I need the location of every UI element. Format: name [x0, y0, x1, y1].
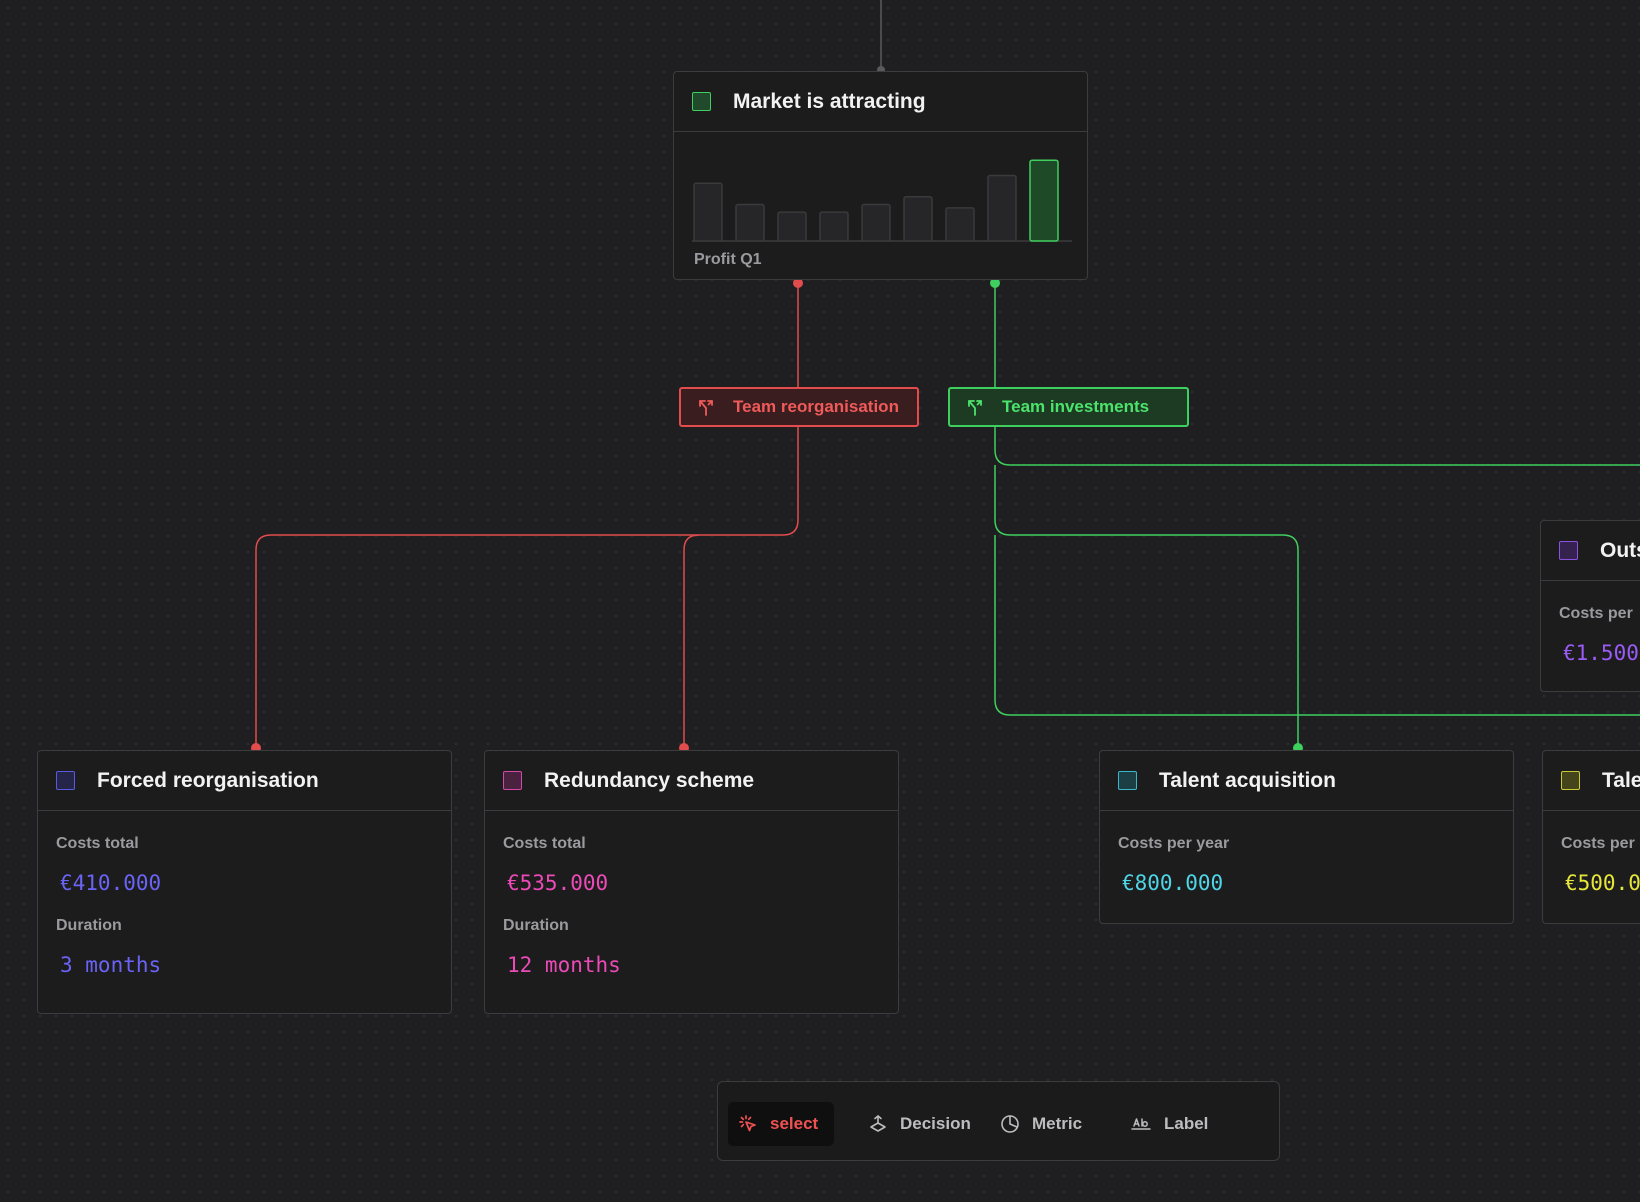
field-label: Costs per: [1559, 605, 1633, 622]
bottom-toolbar: select Decision Metric Label: [717, 1081, 1280, 1161]
field-value: €1.500: [1563, 641, 1639, 665]
chart-bar: [1029, 159, 1059, 242]
field-value: 12 months: [507, 953, 621, 977]
color-swatch[interactable]: [692, 92, 711, 111]
field-label: Costs per year: [1118, 835, 1230, 852]
node-header: Outs: [1541, 521, 1640, 581]
market-node[interactable]: Market is attracting Profit Q1: [673, 71, 1088, 280]
reorganisation-edges: [255, 283, 799, 748]
color-swatch[interactable]: [503, 771, 522, 790]
tool-label: Label: [1164, 1114, 1209, 1133]
chart-bar: [735, 203, 765, 242]
pie-chart-icon: [1001, 1115, 1019, 1133]
color-swatch[interactable]: [1561, 771, 1580, 790]
node-title: Market is attracting: [733, 89, 926, 113]
talent-node-partial[interactable]: Tale Costs per €500.0: [1542, 750, 1640, 924]
color-swatch[interactable]: [1118, 771, 1137, 790]
field-value: €800.000: [1122, 871, 1224, 895]
pointer-click-icon: [739, 1115, 756, 1132]
chart-caption: Profit Q1: [694, 251, 762, 268]
node-title: Redundancy scheme: [544, 768, 755, 792]
chart-bar: [777, 211, 807, 242]
branch-tag-team-reorganisation[interactable]: Team reorganisation: [679, 387, 919, 427]
chart-bar: [903, 196, 933, 242]
label-icon: [1131, 1118, 1151, 1130]
chart-bar: [987, 174, 1017, 242]
branch-tag-label: Team reorganisation: [733, 397, 899, 416]
chart-bar: [861, 203, 891, 242]
field-label: Costs total: [56, 835, 139, 852]
node-header: Forced reorganisation: [38, 751, 451, 811]
chart-bar: [945, 207, 975, 242]
color-swatch[interactable]: [56, 771, 75, 790]
tool-metric[interactable]: Metric: [1000, 1102, 1082, 1146]
tool-label[interactable]: Label: [1130, 1102, 1208, 1146]
node-header: Redundancy scheme: [485, 751, 898, 811]
node-header: Talent acquisition: [1100, 751, 1513, 811]
field-label: Duration: [56, 917, 122, 934]
chart-bar: [693, 182, 723, 242]
field-value: 3 months: [60, 953, 162, 977]
field-value: €500.0: [1565, 871, 1640, 895]
color-swatch[interactable]: [1559, 541, 1578, 560]
node-title: Forced reorganisation: [97, 768, 319, 792]
talent-acquisition-node[interactable]: Talent acquisition Costs per year €800.0…: [1099, 750, 1514, 924]
field-label: Duration: [503, 917, 569, 934]
tool-select[interactable]: select: [728, 1102, 835, 1146]
redundancy-scheme-node[interactable]: Redundancy scheme Costs total €535.000 D…: [484, 750, 899, 1014]
outsourcing-node[interactable]: Outs Costs per €1.500: [1540, 520, 1640, 692]
tool-decision[interactable]: Decision: [868, 1102, 971, 1146]
node-title: Talent acquisition: [1159, 768, 1336, 792]
tool-label: Metric: [1032, 1114, 1083, 1133]
field-value: €535.000: [507, 871, 609, 895]
field-label: Costs total: [503, 835, 586, 852]
profit-bar-chart: [692, 159, 1072, 242]
field-value: €410.000: [60, 871, 162, 895]
tool-label: select: [770, 1114, 819, 1133]
branch-tag-team-investments[interactable]: Team investments: [948, 387, 1189, 427]
tool-label: Decision: [900, 1114, 971, 1133]
forced-reorganisation-node[interactable]: Forced reorganisation Costs total €410.0…: [37, 750, 452, 1014]
decision-icon: [870, 1115, 886, 1132]
branch-split-icon: [699, 400, 713, 416]
field-label: Costs per: [1561, 835, 1635, 852]
node-title: Outs: [1600, 538, 1640, 562]
node-header: Tale: [1543, 751, 1640, 811]
branch-split-icon: [968, 400, 982, 416]
chart-bar: [819, 211, 849, 242]
node-title: Tale: [1602, 768, 1640, 792]
branch-tag-label: Team investments: [1002, 397, 1150, 416]
node-header: Market is attracting: [674, 72, 1087, 132]
